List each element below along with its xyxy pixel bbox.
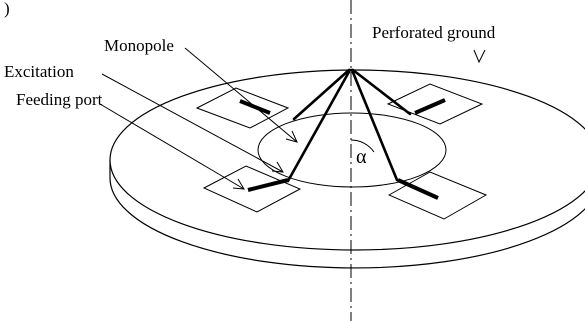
monopole-back-left — [292, 68, 351, 121]
feeding-port-label: Feeding port — [16, 90, 103, 109]
excitation-strips — [239, 98, 446, 200]
alpha-angle-arc — [350, 139, 375, 153]
perforated-ground-disk — [109, 69, 585, 269]
monopole-label: Monopole — [104, 36, 174, 55]
strip-bottom-left — [247, 178, 289, 192]
monopoles — [286, 68, 412, 183]
monopole-front-left — [286, 68, 352, 183]
feeding-port-leader — [99, 103, 245, 190]
monopole-front-right — [350, 68, 399, 182]
leaders — [99, 47, 486, 190]
monopole-leader — [184, 47, 298, 143]
pad-bottom-right — [387, 171, 488, 220]
leading-mark: ) — [4, 0, 10, 18]
disk-top-surface — [109, 69, 585, 251]
excitation-arrowhead — [271, 161, 284, 173]
feeding-port-arrowhead — [232, 178, 245, 190]
monopole-back-right — [351, 68, 412, 116]
strip-top-right — [414, 98, 446, 115]
ground-pointer — [473, 49, 486, 64]
center-hole — [257, 112, 447, 188]
alpha-label: α — [356, 146, 367, 168]
excitation-label: Excitation — [4, 62, 74, 81]
strip-bottom-right — [397, 178, 439, 200]
disk-side-wall — [109, 160, 585, 269]
pad-top-left — [195, 87, 290, 129]
perforated-ground-label: Perforated ground — [372, 23, 496, 42]
excitation-leader — [101, 73, 284, 173]
monopole-arrowhead — [285, 130, 298, 143]
